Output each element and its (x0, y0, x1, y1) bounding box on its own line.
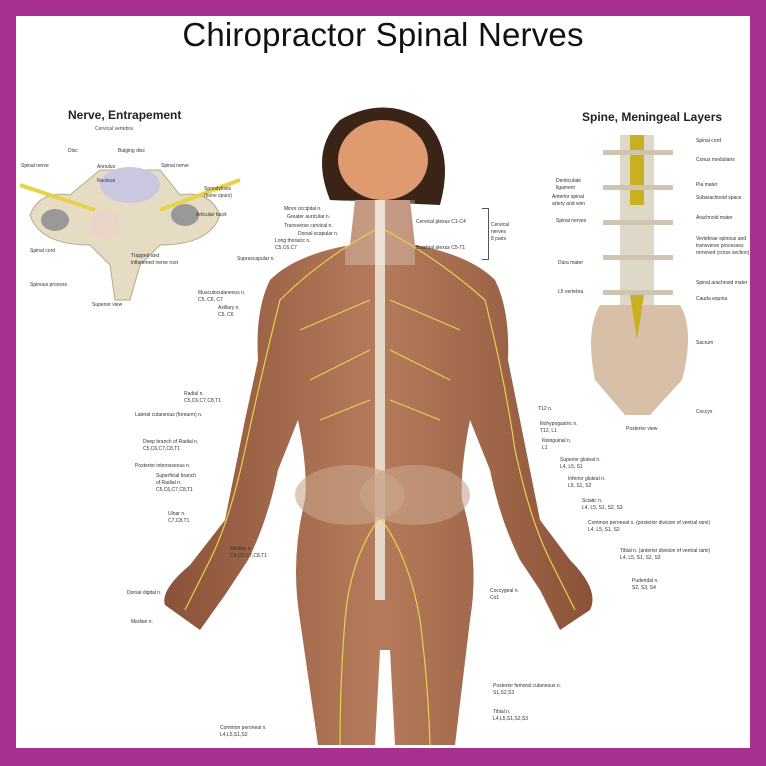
label-minor-occipital: Minor occipital n. (284, 206, 322, 212)
label-suprascapular: Suprascapular n. (237, 256, 275, 262)
label-cauda-equina: Cauda equina (696, 296, 728, 302)
left-panel-title: Nerve, Entrapement (68, 108, 182, 122)
label-brachial-plexus: Brachial plexus C5-T1 (416, 245, 466, 251)
label-superior-view: Superior view (92, 302, 123, 308)
label-ulnar: Ulnar n.C7,C8,T1 (168, 511, 190, 524)
label-dura: Dura mater (558, 260, 584, 266)
label-conus: Conus medullaris (696, 157, 735, 163)
label-subarachnoid: Subarachnoid space (696, 195, 742, 201)
label-coccygeal: Coccygeal n.Co1 (490, 588, 519, 601)
label-greater-auricular: Greater auricular n. (287, 214, 331, 220)
label-iliohypogastric: Iliohypogastric n.T12, L1 (540, 421, 578, 434)
label-musculocutaneous: Musculocutaneous n.C5, C6, C7 (198, 290, 246, 303)
label-pudendal: Pudendal n.S2, S3, S4 (632, 578, 659, 591)
label-superior-gluteal: Superior gluteal n.L4, L5, S1 (560, 457, 601, 470)
label-spinal-arachnoid: Spinal arachnoid mater (696, 280, 748, 286)
label-common-peroneal-leg: Common peroneal n.L4,L5,S1,S2 (220, 725, 267, 738)
label-nucleus: Nucleus (97, 178, 116, 184)
label-dorsal-digital: Dorsal digital n. (127, 590, 162, 596)
label-ilioinguinal: Ilioinguinal n.L1 (542, 438, 572, 451)
label-posterior-view: Posterior view (626, 426, 658, 432)
label-t12: T12 n. (538, 406, 553, 412)
label-tibial-leg: Tibial n.L4,L5,S1,S2,S3 (493, 709, 529, 722)
label-median: Median n.C5,C6,C7,C8,T1 (230, 546, 267, 559)
label-articular-facet: Articular facet (196, 212, 227, 218)
label-axillary: Axillary n.C5, C6 (218, 305, 240, 318)
label-long-thoracic: Long thoracic n.C5,C6,C7 (275, 238, 311, 251)
label-posterior-interosseous: Posterior interosseous n. (135, 463, 191, 469)
label-spinal-cord: Spinal cord (30, 248, 56, 254)
label-common-peroneal: Common peroneal n. (posterior division o… (588, 520, 710, 533)
label-spinal-nerves: Spinal nerves (556, 218, 587, 224)
label-dorsal-scapular: Dorsal scapular n. (298, 231, 339, 237)
brain-icon (338, 120, 428, 200)
label-transverse-cervical: Transverse cervical n. (284, 223, 333, 229)
cervical-bracket (482, 208, 489, 260)
label-annulus: Annulus (97, 164, 116, 170)
label-tibial: Tibial n. (anterior division of ventral … (620, 548, 711, 561)
label-bulging-disc: Bulging disc (118, 148, 145, 154)
body-figure (164, 107, 593, 745)
left-panel-subtitle: Cervical vertebra (95, 126, 133, 132)
label-median-hand: Median n. (131, 619, 153, 625)
label-l5: L5 vertebra (558, 289, 584, 295)
label-sacrum: Sacrum (696, 340, 714, 346)
right-panel-title: Spine, Meningeal Layers (582, 110, 723, 124)
label-lateral-cutaneous: Lateral cutaneous (forearm) n. (135, 412, 203, 418)
label-cervical-plexus: Cervical plexus C1-C4 (416, 219, 466, 225)
label-coccyx: Coccyx (696, 409, 713, 415)
label-sciatic: Sciatic n.L4, L5, S1, S2, S3 (582, 498, 623, 511)
label-spondylosis: Spondylosis(bone spurs) (204, 186, 233, 199)
label-spinous-process: Spinous process (30, 282, 67, 288)
label-spinal-nerve-right: Spinal nerve (161, 163, 189, 169)
label-disc: Disc (68, 148, 78, 154)
label-arachnoid: Arachnoid mater (696, 215, 733, 221)
label-spinal-nerve-left: Spinal nerve (21, 163, 49, 169)
label-pia: Pia mater (696, 182, 718, 188)
label-inferior-gluteal: Inferior gluteal n.L5, S1, S2 (568, 476, 606, 489)
label-posterior-femoral: Posterior femoral cutaneous n.S1,S2,S3 (493, 683, 562, 696)
label-spinal-cord-r: Spinal cord (696, 138, 722, 144)
meningeal-spine-illustration (591, 135, 689, 415)
label-radial: Radial n.C5,C6,C7,C8,T1 (184, 391, 221, 404)
page-title: Chiropractor Spinal Nerves (182, 16, 584, 53)
cervical-vertebra-illustration (19, 167, 241, 301)
nerve-paths (184, 229, 576, 746)
label-deep-radial: Deep branch of Radial n.C5,C6,C7,C8,T1 (143, 439, 199, 452)
